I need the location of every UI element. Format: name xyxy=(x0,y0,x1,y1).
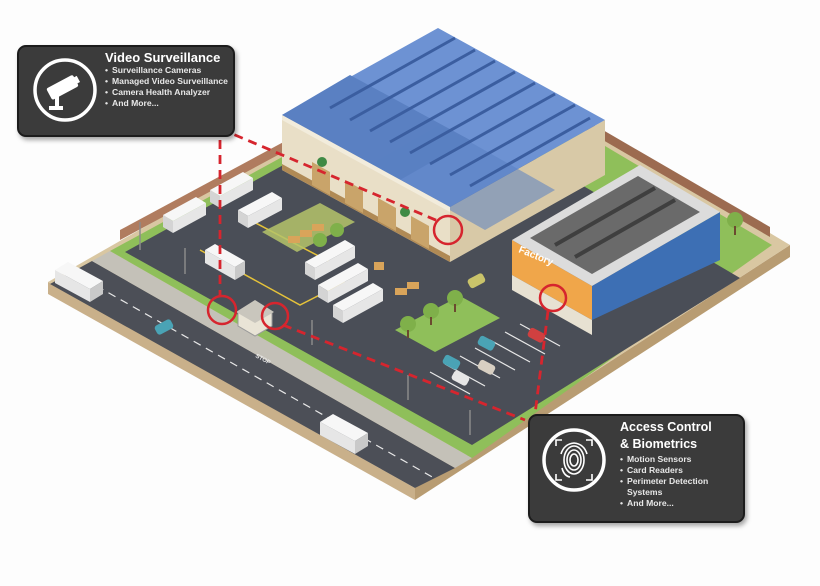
camera-highlight-warehouse xyxy=(432,214,464,246)
list-item: Motion Sensors xyxy=(620,454,739,465)
list-item: Surveillance Cameras xyxy=(105,65,229,76)
truck-yard-6 xyxy=(318,263,368,303)
connector-office-to-access xyxy=(533,310,550,415)
truck-yard-1 xyxy=(163,197,206,233)
truck-yard-7 xyxy=(333,283,383,323)
warehouse-doors xyxy=(312,162,429,249)
video-surveillance-list: Surveillance Cameras Managed Video Surve… xyxy=(105,65,229,109)
truck-road-2 xyxy=(320,414,368,454)
cars xyxy=(154,273,546,386)
camera-highlight-office xyxy=(538,283,568,313)
office-solar xyxy=(554,186,676,259)
list-item: And More... xyxy=(105,98,229,109)
gatehouse-roof xyxy=(236,300,274,323)
list-item: Camera Health Analyzer xyxy=(105,87,229,98)
office-roof-inner xyxy=(530,176,700,274)
list-item: Managed Video Surveillance xyxy=(105,76,229,87)
lot-asphalt xyxy=(125,90,740,445)
list-item: And More... xyxy=(620,498,739,509)
office-glass-wall xyxy=(592,212,720,320)
warehouse-roof-back xyxy=(282,28,605,207)
list-item: Card Readers xyxy=(620,465,739,476)
access-control-callout: Access Control & Biometrics Motion Senso… xyxy=(528,414,745,523)
staging-area xyxy=(262,203,355,252)
access-control-title-line1: Access Control xyxy=(620,420,712,434)
trees xyxy=(313,212,743,338)
sidewalk xyxy=(92,251,472,468)
parking-island xyxy=(395,296,500,352)
video-surveillance-callout: Video Surveillance Surveillance Cameras … xyxy=(17,45,235,137)
truck-yard-3 xyxy=(238,192,282,228)
access-control-list: Motion Sensors Card Readers Perimeter De… xyxy=(620,454,739,509)
lamp-posts xyxy=(139,222,471,435)
connector-gate-to-access xyxy=(282,323,526,422)
warehouse-roof-ridge-2 xyxy=(370,125,555,230)
solar-panel-rows xyxy=(329,36,591,188)
list-item: Perimeter Detection Systems xyxy=(620,476,739,498)
video-surveillance-title: Video Surveillance xyxy=(105,50,221,65)
office-lower-wall xyxy=(512,275,592,335)
truck-road xyxy=(55,262,103,302)
camera-highlight-gate-right xyxy=(260,301,290,331)
fingerprint-icon xyxy=(540,426,608,494)
truck-yard-5 xyxy=(305,240,355,280)
warehouse-roof-edge xyxy=(282,115,450,212)
access-control-title-line2: & Biometrics xyxy=(620,437,698,451)
security-camera-icon xyxy=(31,56,99,124)
warehouse-front-wall xyxy=(282,115,450,262)
office-front-wall xyxy=(512,240,592,320)
ground-side-right xyxy=(415,245,790,500)
pallets xyxy=(288,224,419,295)
camera-highlight-gate-left xyxy=(206,294,238,326)
dock-number-1 xyxy=(317,157,327,167)
ground-side-left xyxy=(48,282,415,500)
